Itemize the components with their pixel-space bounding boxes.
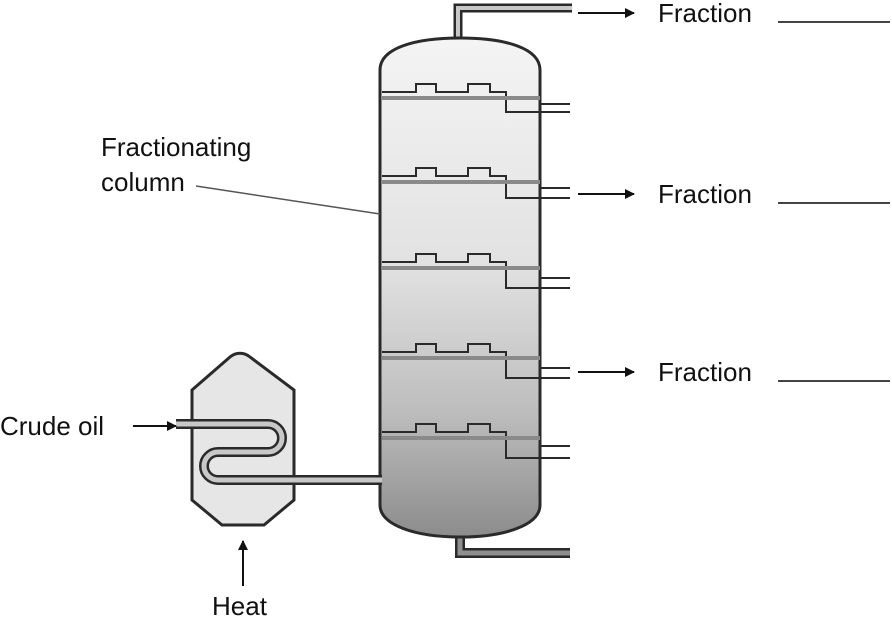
tray: [382, 253, 570, 289]
column-label-line2: column: [101, 167, 185, 197]
fraction-label-top: Fraction: [658, 0, 752, 28]
fraction-label-mid: Fraction: [658, 179, 752, 209]
bottom-outlet-pipe: [455, 535, 570, 558]
feed-pipe-coil: [176, 419, 382, 485]
column-trays: [382, 83, 570, 459]
heat-label: Heat: [212, 591, 268, 619]
tray: [382, 167, 570, 199]
fraction-label-low: Fraction: [658, 357, 752, 387]
tray: [382, 83, 570, 113]
top-outlet-pipe: [453, 3, 572, 38]
fractionating-column: [378, 36, 542, 539]
column-label-line1: Fractionating: [101, 132, 251, 162]
crude-oil-label: Crude oil: [0, 411, 104, 441]
tray: [382, 343, 570, 379]
column-pointer-line: [195, 185, 381, 215]
tray: [382, 423, 570, 459]
